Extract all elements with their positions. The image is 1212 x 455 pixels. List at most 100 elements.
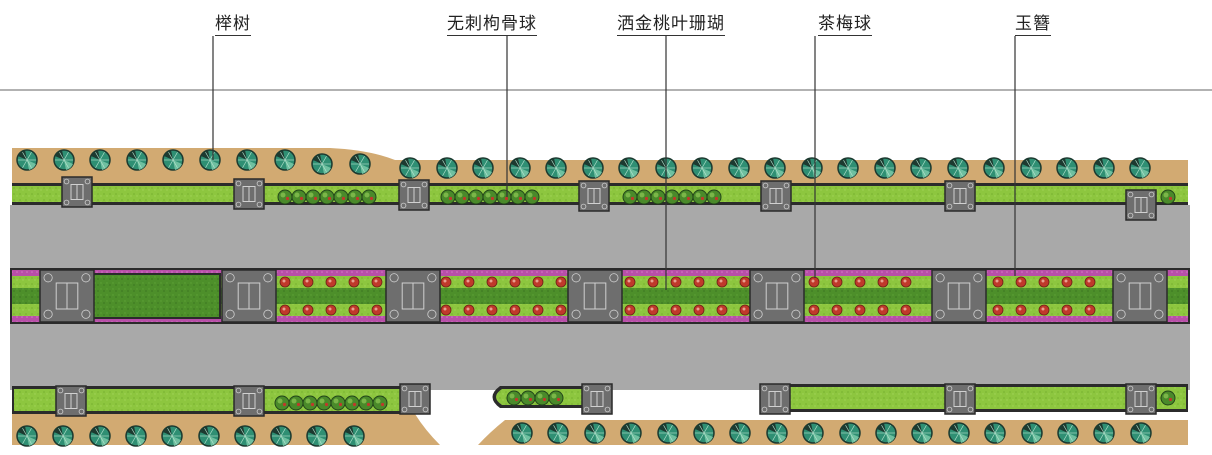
- flower-symbol: [279, 276, 291, 288]
- shrub-symbol: [358, 395, 374, 411]
- tree-row-top: [16, 149, 1151, 179]
- flower-symbol: [555, 276, 567, 288]
- flower-symbol: [716, 304, 728, 316]
- flower-symbol: [900, 304, 912, 316]
- tree-symbol: [53, 149, 75, 171]
- flower-symbol: [808, 276, 820, 288]
- flower-symbol: [739, 276, 751, 288]
- flower-symbol: [302, 304, 314, 316]
- flower-symbol: [486, 276, 498, 288]
- paving-tile: [567, 269, 623, 323]
- paving-tile: [39, 269, 95, 323]
- tree-symbol: [234, 425, 256, 447]
- tree-symbol: [1056, 157, 1078, 179]
- bottom-soil-strip: [12, 414, 440, 445]
- tree-symbol: [693, 422, 715, 444]
- flower-symbol: [831, 304, 843, 316]
- shrub-symbol: [1160, 189, 1176, 205]
- shrub-symbol: [510, 189, 526, 205]
- shrub-symbol: [534, 390, 550, 406]
- shrub-symbol: [678, 189, 694, 205]
- flower-symbol: [877, 304, 889, 316]
- flower-symbol: [854, 304, 866, 316]
- flower-symbol: [1015, 304, 1027, 316]
- paving-tile: [61, 176, 93, 208]
- tree-symbol: [948, 422, 970, 444]
- flower-symbol: [624, 304, 636, 316]
- flower-symbol: [371, 304, 383, 316]
- tree-symbol: [729, 422, 751, 444]
- flower-symbol: [440, 304, 452, 316]
- tree-symbol: [1020, 157, 1042, 179]
- tree-symbol: [839, 422, 861, 444]
- flower-symbol: [371, 276, 383, 288]
- shrub-symbol: [277, 189, 293, 205]
- tree-symbol: [1129, 157, 1151, 179]
- tree-symbol: [349, 153, 371, 175]
- tree-symbol: [691, 157, 713, 179]
- paving-tile: [1125, 383, 1157, 415]
- tree-symbol: [1130, 422, 1152, 444]
- flower-symbol: [854, 276, 866, 288]
- shrub-groups: [274, 189, 1176, 411]
- tree-symbol: [125, 425, 147, 447]
- flower-symbol: [808, 304, 820, 316]
- flower-symbol: [1038, 304, 1050, 316]
- shrub-symbol: [305, 189, 321, 205]
- flower-symbol: [900, 276, 912, 288]
- shrub-symbol: [1160, 390, 1176, 406]
- tree-symbol: [126, 149, 148, 171]
- shrub-symbol: [650, 189, 666, 205]
- tree-symbol: [655, 157, 677, 179]
- flower-symbol: [693, 304, 705, 316]
- tree-symbol: [436, 157, 458, 179]
- shrub-symbol: [330, 395, 346, 411]
- tree-symbol: [270, 425, 292, 447]
- shrub-symbol: [482, 189, 498, 205]
- shrub-symbol: [548, 390, 564, 406]
- flower-symbol: [325, 304, 337, 316]
- label-camellia: 茶梅球: [818, 14, 872, 36]
- paving-tile: [398, 179, 430, 211]
- flower-symbol: [647, 276, 659, 288]
- flower-symbol: [831, 276, 843, 288]
- tree-symbol: [984, 422, 1006, 444]
- flower-symbol: [440, 276, 452, 288]
- tree-symbol: [274, 149, 296, 171]
- paving-tile: [233, 178, 265, 210]
- flower-symbol: [992, 304, 1004, 316]
- tree-symbol: [728, 157, 750, 179]
- flower-symbol: [302, 276, 314, 288]
- paving-tile: [221, 269, 277, 323]
- shrub-symbol: [520, 390, 536, 406]
- tree-symbol: [802, 422, 824, 444]
- tree-symbol: [89, 425, 111, 447]
- tree-symbol: [161, 425, 183, 447]
- tree-symbol: [16, 425, 38, 447]
- tree-symbol: [545, 157, 567, 179]
- tree-symbol: [52, 425, 74, 447]
- shrub-symbol: [622, 189, 638, 205]
- flower-symbol: [509, 304, 521, 316]
- tree-symbol: [198, 425, 220, 447]
- shrub-symbol: [319, 189, 335, 205]
- label-yucca: 玉簪: [1015, 14, 1051, 36]
- tree-symbol: [618, 157, 640, 179]
- tree-symbol: [343, 425, 365, 447]
- flower-symbol: [463, 304, 475, 316]
- paving-tile: [944, 180, 976, 212]
- shrub-symbol: [524, 189, 540, 205]
- shrub-symbol: [361, 189, 377, 205]
- paving-tile: [1112, 269, 1168, 323]
- flower-symbol: [670, 276, 682, 288]
- flower-symbol: [532, 276, 544, 288]
- tree-symbol: [766, 422, 788, 444]
- shrub-symbol: [664, 189, 680, 205]
- flower-symbol: [1038, 276, 1050, 288]
- shrub-symbol: [440, 189, 456, 205]
- paving-tile: [760, 180, 792, 212]
- paving-tile: [55, 385, 87, 417]
- flower-symbol: [555, 304, 567, 316]
- flower-symbol: [1084, 304, 1096, 316]
- tree-symbol: [89, 149, 111, 171]
